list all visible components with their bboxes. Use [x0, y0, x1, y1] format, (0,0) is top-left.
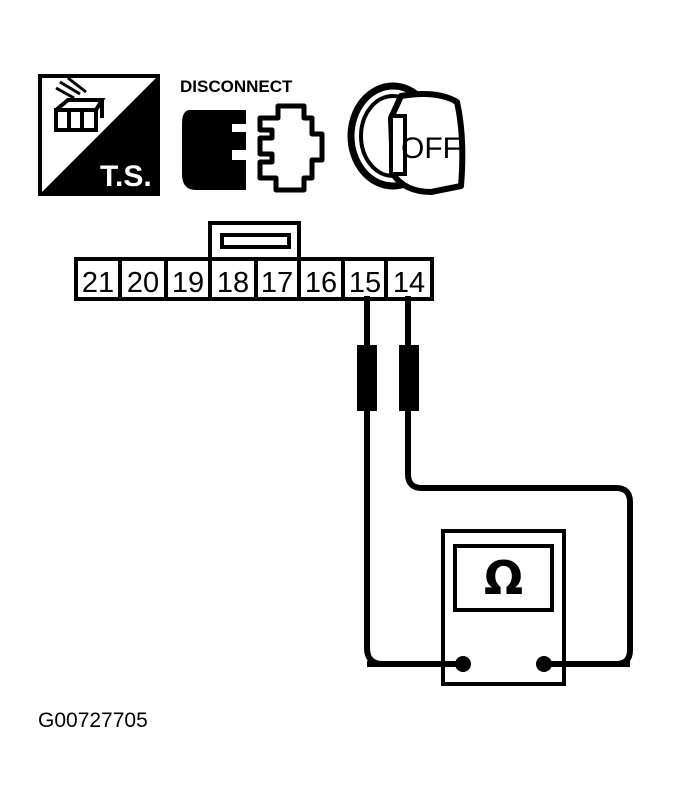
terminal-14: 14 [393, 267, 425, 299]
terminal-17: 17 [261, 267, 293, 299]
disconnect-icon: DISCONNECT [176, 74, 336, 196]
probe-terminal-15 [357, 296, 463, 667]
ts-icon: T.S. [38, 74, 160, 196]
figure-id-caption: G00727705 [38, 709, 148, 732]
ts-label: T.S. [100, 160, 152, 193]
terminal-19: 19 [172, 267, 204, 299]
terminal-21: 21 [82, 267, 114, 299]
ohm-symbol: Ω [483, 551, 524, 605]
terminal-16: 16 [305, 267, 337, 299]
terminal-18: 18 [217, 267, 249, 299]
disconnect-label: DISCONNECT [180, 77, 293, 96]
ignition-label: OFF [401, 132, 461, 165]
terminal-20: 20 [127, 267, 159, 299]
terminal-15: 15 [349, 267, 381, 299]
ignition-off-icon: OFF [345, 78, 470, 196]
connector: 21 20 19 18 17 16 15 14 [70, 215, 440, 310]
